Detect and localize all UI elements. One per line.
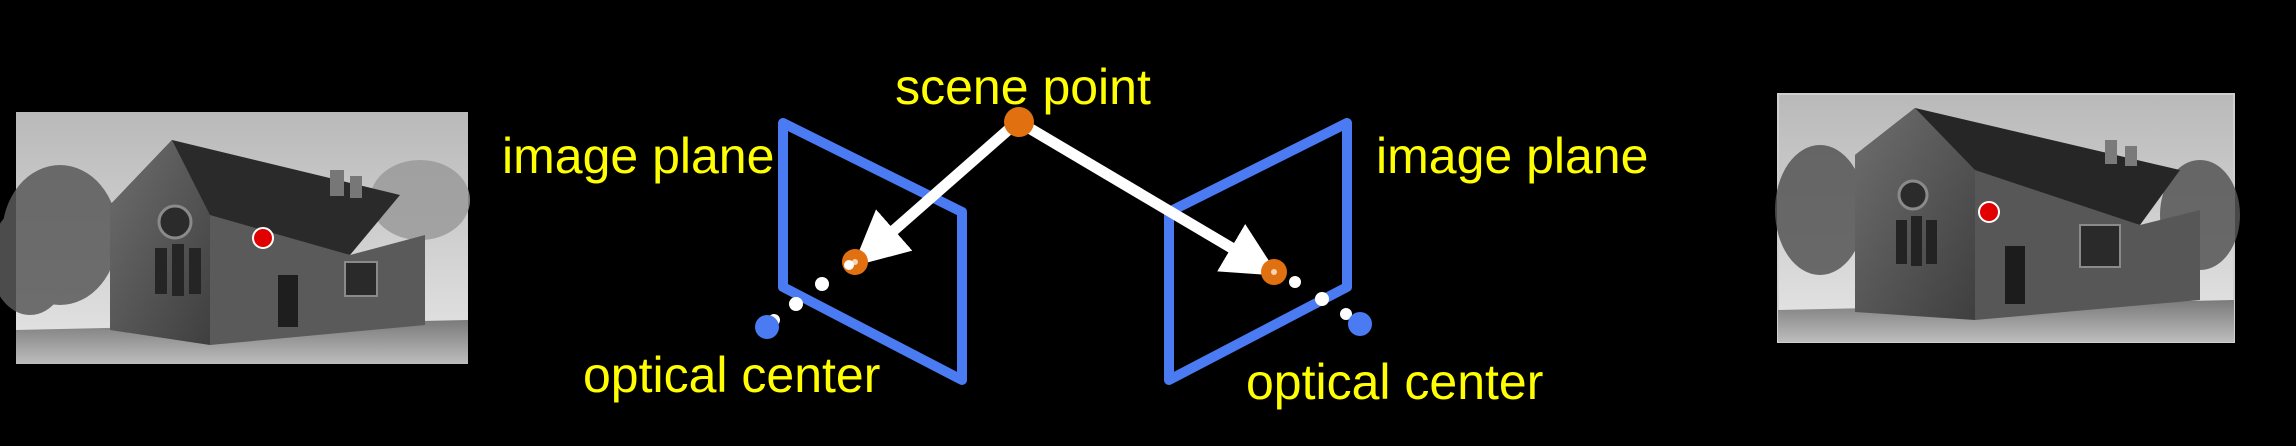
right-camera [1021,118,1372,385]
right-image-plane [1164,118,1352,385]
right-image-plane-label: image plane [1376,128,1648,184]
right-photo-point-marker [1978,201,2000,223]
right-optical-center-label: optical center [1246,354,1543,410]
right-dotted-ray-dot [1340,308,1352,320]
left-dotted-ray-dot [815,277,829,291]
left-image-plane [778,118,967,385]
left-optical-center-label: optical center [583,347,880,403]
scene-point-label: scene point [895,59,1151,115]
left-photo-point-marker [252,227,274,249]
left-photo [0,112,470,364]
right-optical-center [1348,312,1372,336]
left-camera [755,118,1020,385]
right-dotted-ray-dot [1315,292,1329,306]
left-ray-arrow [852,118,1020,267]
left-dotted-ray-dot [844,260,854,270]
left-photo-trees [0,160,470,315]
right-ray-arrow [1021,120,1279,276]
scene-point [1004,107,1034,137]
right-photo [1775,93,2240,343]
right-dotted-ray-dot [1289,276,1301,288]
left-dotted-ray-dot [789,297,803,311]
left-image-plane-label: image plane [502,128,774,184]
left-optical-center [755,315,779,339]
